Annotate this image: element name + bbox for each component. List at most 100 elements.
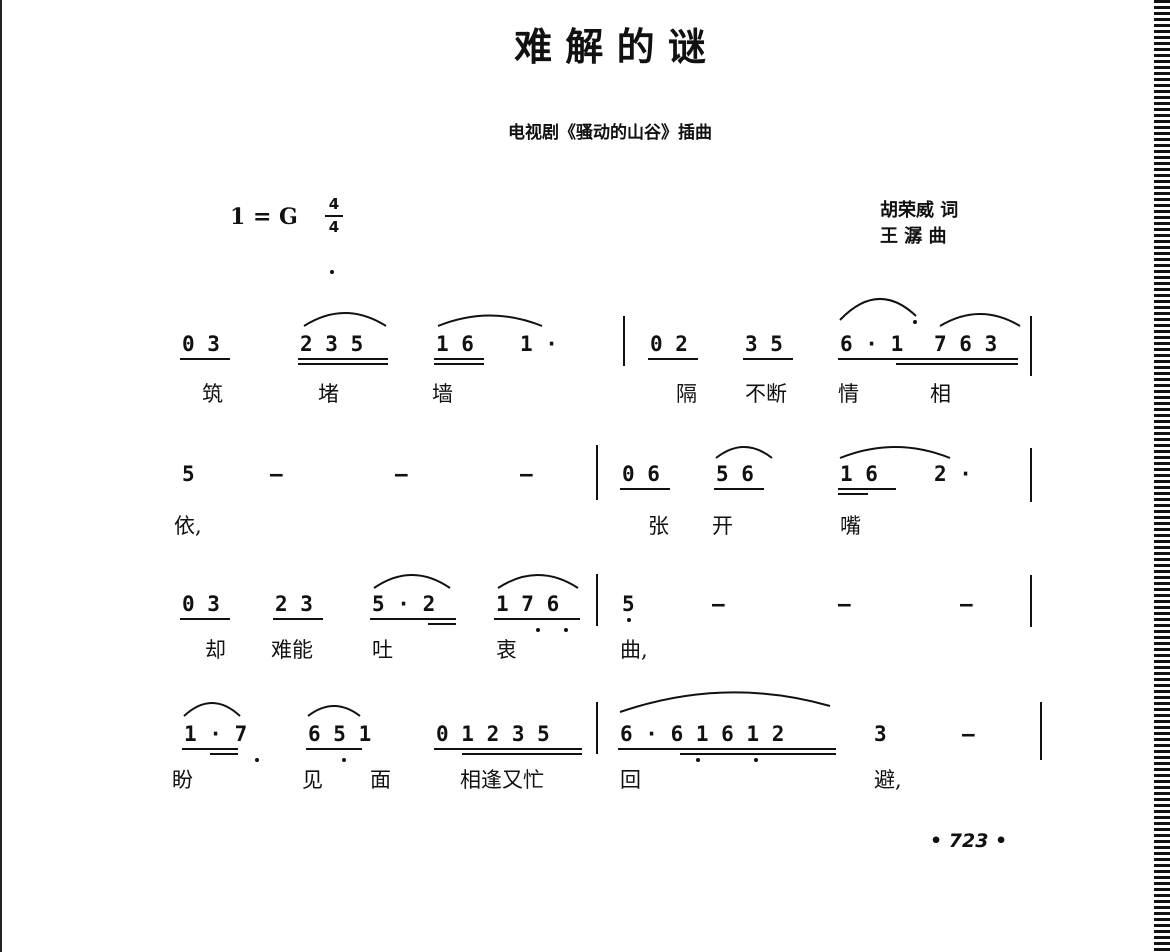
lyric: 避, bbox=[874, 768, 902, 792]
note-group: — bbox=[270, 462, 283, 486]
note-group: — bbox=[962, 722, 975, 746]
note-group: 5 6 bbox=[716, 462, 754, 486]
lyric: 相逢又忙 bbox=[460, 768, 544, 792]
beam bbox=[370, 618, 456, 620]
lyric: 情 bbox=[838, 382, 859, 406]
octave-dot bbox=[342, 758, 346, 762]
note-group: — bbox=[838, 592, 851, 616]
time-signature-bar bbox=[325, 215, 343, 217]
note-group: — bbox=[395, 462, 408, 486]
octave-dot bbox=[536, 628, 540, 632]
beam bbox=[306, 748, 362, 750]
beam bbox=[896, 363, 1018, 365]
beam bbox=[180, 358, 230, 360]
bar-line bbox=[1030, 448, 1032, 502]
bar-line bbox=[1030, 575, 1032, 627]
note-group: 2 3 5 bbox=[300, 332, 364, 356]
note-group: 1 6 bbox=[436, 332, 474, 356]
beam bbox=[298, 363, 388, 365]
page-right-border bbox=[1154, 0, 1170, 952]
beam bbox=[434, 358, 484, 360]
lyric: 开 bbox=[712, 514, 733, 538]
note-group: 2 3 bbox=[275, 592, 313, 616]
slur bbox=[183, 702, 241, 717]
time-signature: 4 4 bbox=[325, 196, 343, 236]
note-group: — bbox=[712, 592, 725, 616]
page-number: • 723 • bbox=[930, 830, 1008, 852]
slur bbox=[373, 574, 451, 589]
note-group: — bbox=[520, 462, 533, 486]
octave-dot bbox=[754, 758, 758, 762]
note-group: 0 1 2 3 5 bbox=[436, 722, 550, 746]
lyric: 墙 bbox=[432, 382, 453, 406]
lyric: 曲, bbox=[620, 638, 648, 662]
note-group: 0 2 bbox=[650, 332, 688, 356]
bar-line bbox=[623, 316, 625, 366]
time-signature-top: 4 bbox=[328, 195, 340, 213]
beam bbox=[680, 753, 836, 755]
slur bbox=[715, 446, 773, 459]
note-group: 3 5 bbox=[745, 332, 783, 356]
note-group: 6 5 1 bbox=[308, 722, 372, 746]
beam bbox=[838, 488, 896, 490]
note-group: 5 bbox=[182, 462, 195, 486]
note-group: 1 · bbox=[520, 332, 558, 356]
note-group: 0 6 bbox=[622, 462, 660, 486]
lyric: 吐 bbox=[372, 638, 393, 662]
beam bbox=[428, 623, 456, 625]
beam bbox=[618, 748, 836, 750]
octave-dot bbox=[255, 758, 259, 762]
note-group: — bbox=[960, 592, 973, 616]
octave-dot bbox=[627, 618, 631, 622]
note-group: 3 bbox=[874, 722, 887, 746]
slur bbox=[939, 313, 1021, 327]
composer-credit: 王 潺 曲 bbox=[880, 226, 947, 247]
slur bbox=[437, 314, 543, 327]
beam bbox=[648, 358, 698, 360]
note-group: 1 6 bbox=[840, 462, 878, 486]
slur bbox=[307, 705, 361, 717]
beam bbox=[182, 748, 238, 750]
octave-dot bbox=[696, 758, 700, 762]
lyric: 堵 bbox=[318, 382, 339, 406]
note-group: 7 6 3 bbox=[934, 332, 998, 356]
beam bbox=[462, 753, 582, 755]
slur bbox=[839, 298, 917, 321]
bar-line bbox=[1030, 316, 1032, 376]
page-left-border bbox=[0, 0, 2, 952]
bar-line bbox=[596, 445, 598, 500]
lyric: 隔 bbox=[676, 382, 697, 406]
bar-line bbox=[596, 574, 598, 626]
lyric: 依, bbox=[174, 514, 202, 538]
note-group: 1 · 7 bbox=[184, 722, 248, 746]
lyric: 回 bbox=[620, 768, 641, 792]
stray-mark bbox=[330, 270, 334, 274]
beam bbox=[838, 493, 868, 495]
lyric: 盼 bbox=[172, 768, 193, 792]
octave-dot bbox=[564, 628, 568, 632]
lyric: 嘴 bbox=[840, 514, 861, 538]
lyric: 筑 bbox=[202, 382, 223, 406]
beam bbox=[434, 748, 582, 750]
beam bbox=[180, 618, 230, 620]
lyric: 相 bbox=[930, 382, 951, 406]
note-group: 1 7 6 bbox=[496, 592, 560, 616]
note-group: 6 · 6 1 6 1 2 bbox=[620, 722, 785, 746]
beam bbox=[210, 753, 238, 755]
beam bbox=[743, 358, 793, 360]
beam bbox=[434, 363, 484, 365]
lyric: 张 bbox=[648, 514, 669, 538]
beam bbox=[298, 358, 388, 360]
bar-line bbox=[1040, 702, 1042, 760]
note-group: 0 3 bbox=[182, 592, 220, 616]
bar-line bbox=[596, 702, 598, 754]
beam bbox=[714, 488, 764, 490]
lyric: 面 bbox=[370, 768, 391, 792]
beam bbox=[620, 488, 670, 490]
slur bbox=[497, 574, 579, 589]
lyric: 见 bbox=[302, 768, 323, 792]
slur bbox=[619, 691, 831, 713]
song-title: 难 解 的 谜 bbox=[514, 24, 706, 69]
lyricist-credit: 胡荣威 词 bbox=[880, 200, 959, 221]
